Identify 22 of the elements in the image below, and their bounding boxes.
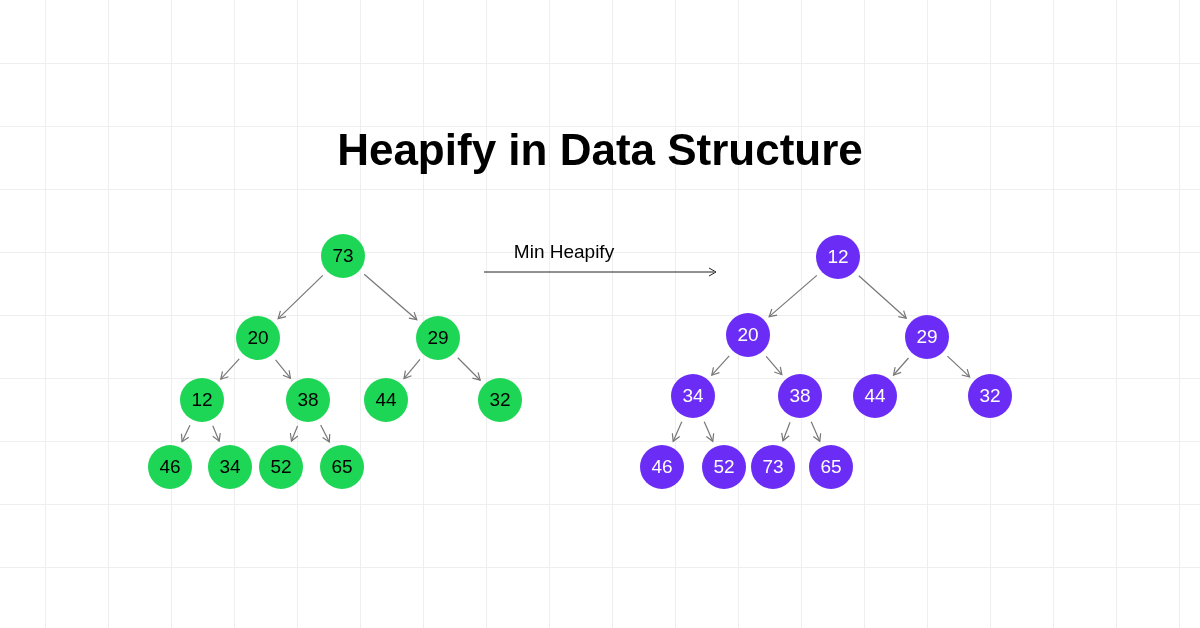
arrow <box>403 358 421 380</box>
arrow <box>858 275 907 319</box>
arrow <box>457 357 481 381</box>
arrow <box>946 355 971 378</box>
arrow <box>180 424 191 443</box>
arrow <box>781 421 791 442</box>
arrow <box>277 274 324 320</box>
title: Heapify in Data Structure <box>336 128 864 172</box>
arrow <box>768 274 818 318</box>
arrow <box>274 359 292 379</box>
arrow <box>363 273 418 321</box>
arrow <box>892 357 910 376</box>
arrow <box>711 355 730 376</box>
arrow <box>810 421 822 442</box>
arrow <box>765 355 783 376</box>
arrow <box>289 425 299 442</box>
arrow <box>212 425 221 442</box>
arrow-label: Min Heapify <box>512 240 616 264</box>
arrow <box>671 421 683 442</box>
arrow <box>320 424 331 443</box>
arrow <box>703 421 715 442</box>
arrow <box>220 358 240 380</box>
